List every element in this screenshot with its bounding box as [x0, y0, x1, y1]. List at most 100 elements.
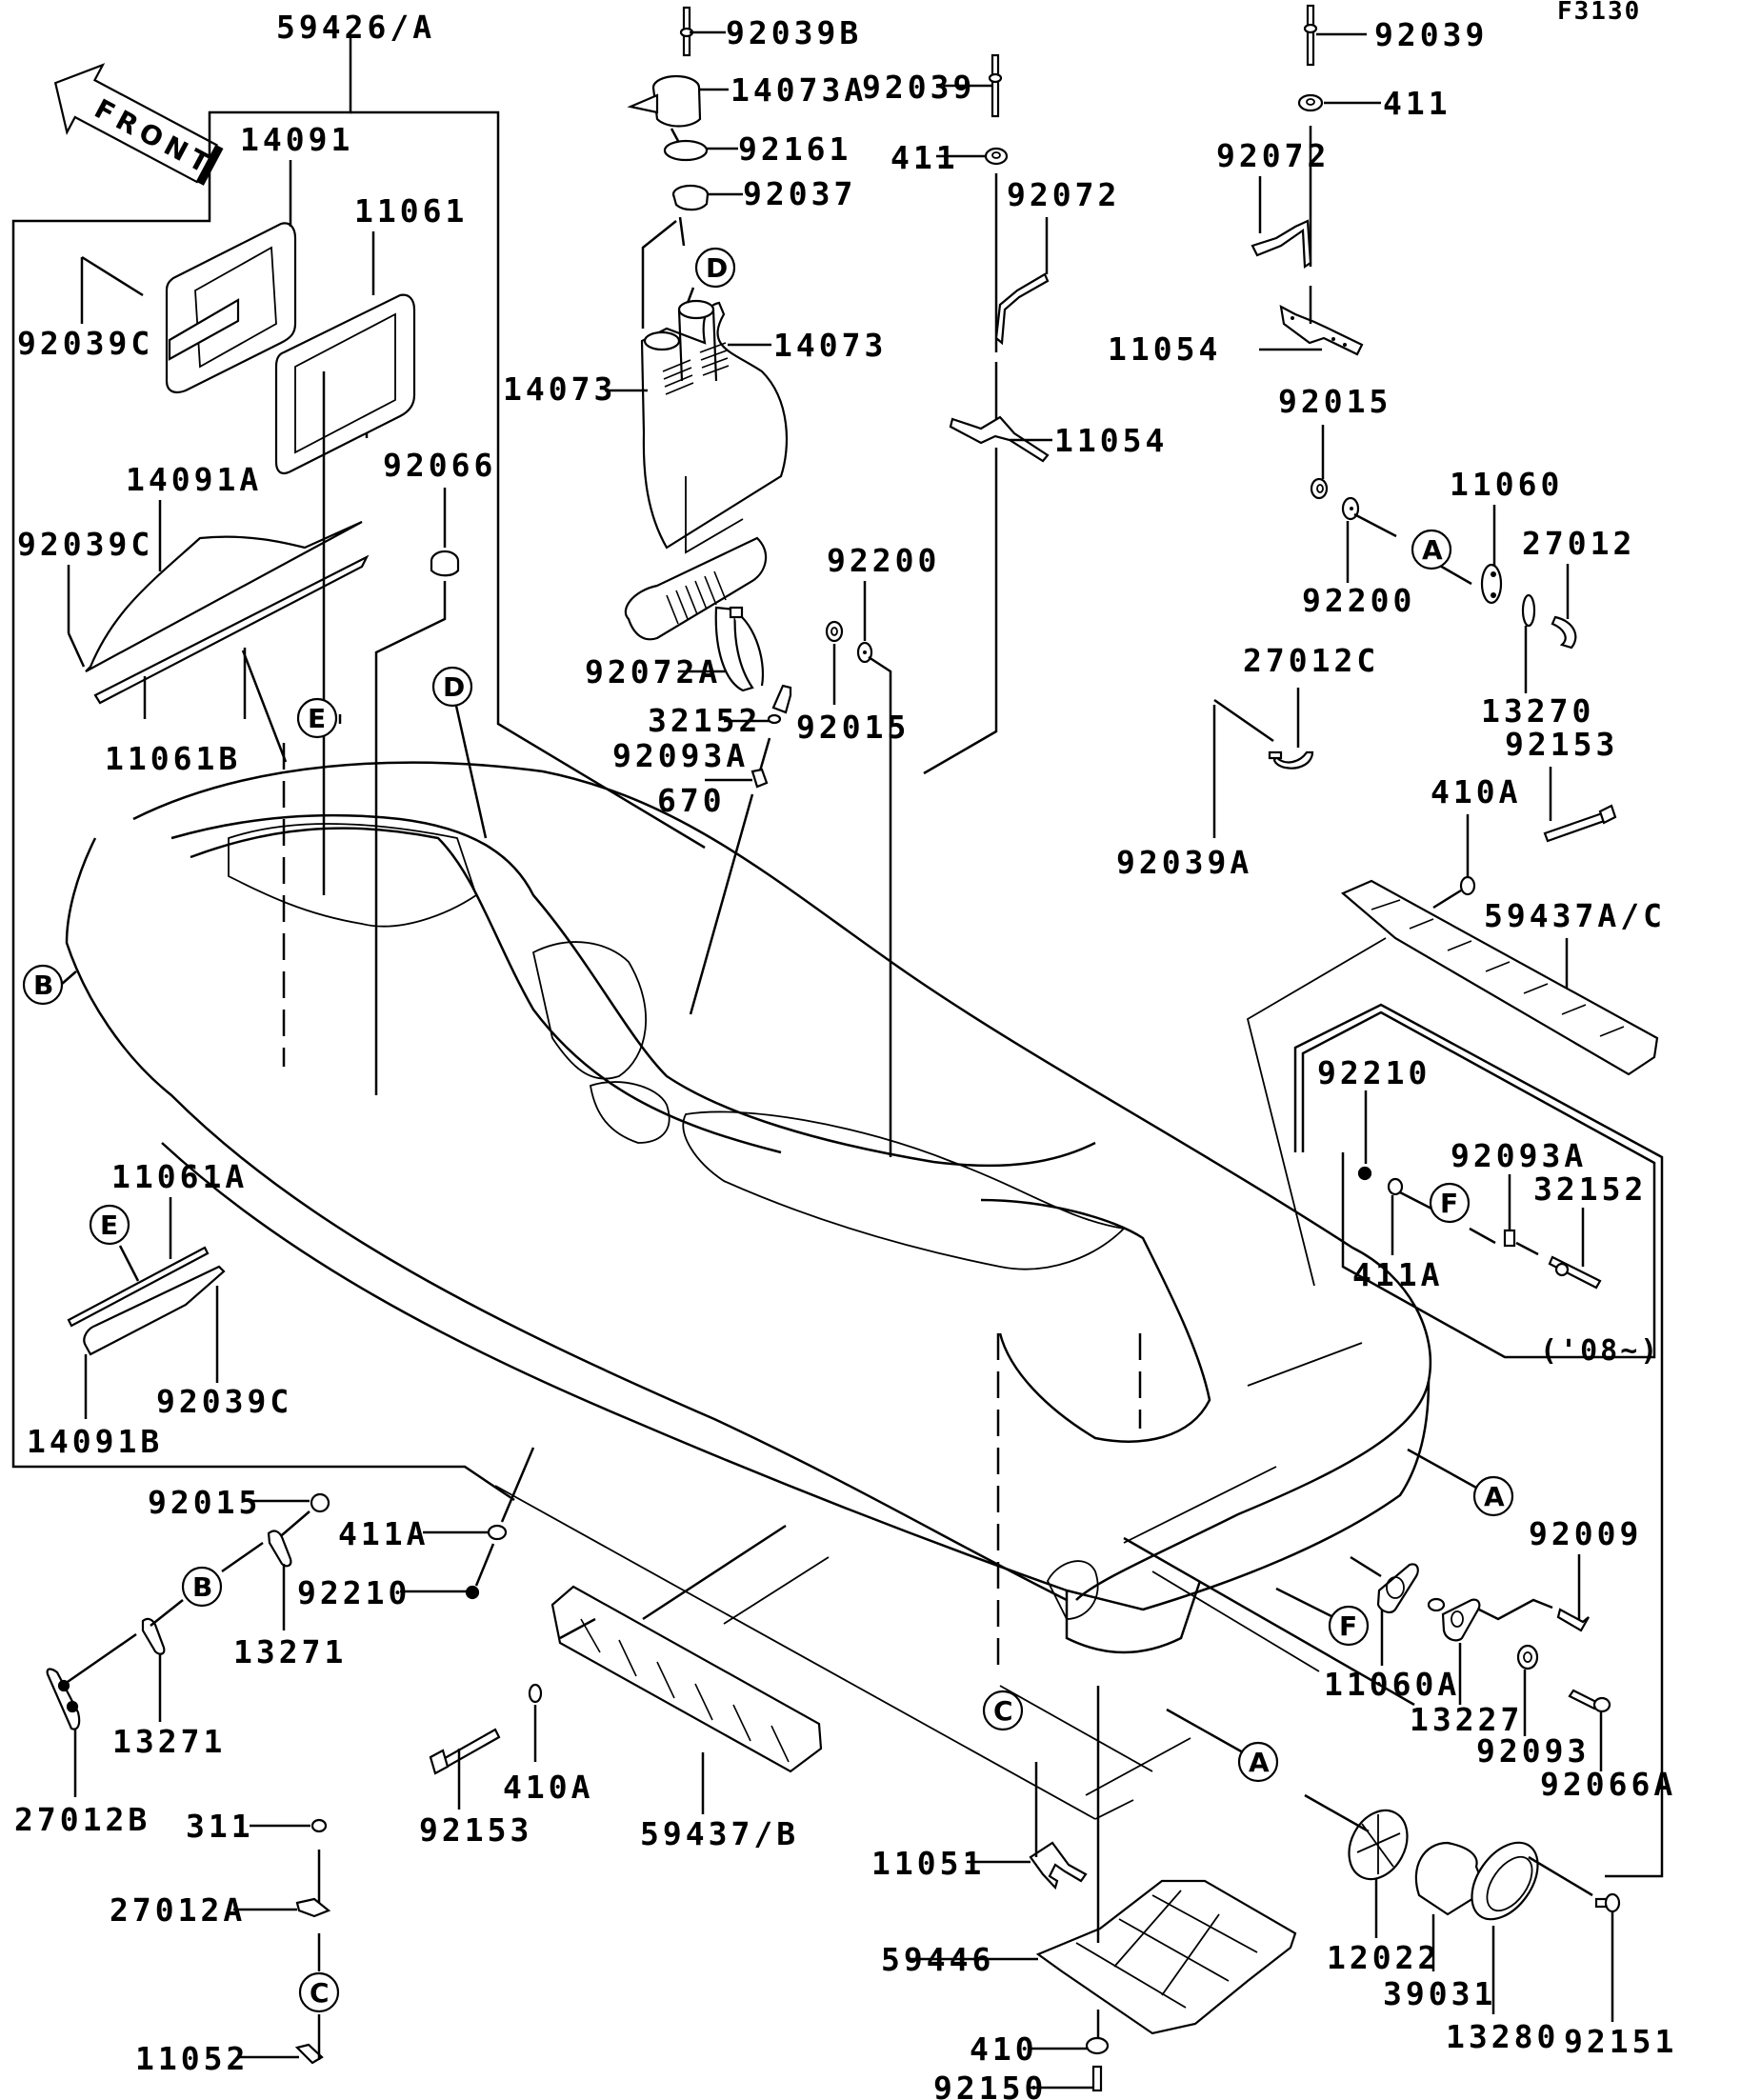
label-411A: 411A [1352, 1256, 1443, 1293]
vent-cover-14091 [165, 222, 297, 394]
model-year-note: ('08~) [1540, 1334, 1660, 1368]
svg-text:E: E [308, 703, 326, 734]
link-13271-b [64, 1599, 184, 1722]
skid-plate-59446 [910, 1686, 1297, 2038]
strap-92072A [714, 606, 765, 692]
link-13271-a [221, 1530, 292, 1630]
label-92039C: 92039C [17, 325, 153, 362]
label-92200: 92200 [1302, 582, 1415, 619]
label-92210: 92210 [297, 1574, 410, 1611]
bolt-92153-a [1543, 767, 1617, 843]
label-92210: 92210 [1317, 1054, 1431, 1091]
label-27012B: 27012B [14, 1801, 150, 1838]
label-92015: 92015 [148, 1484, 261, 1521]
label-92153: 92153 [419, 1811, 532, 1849]
label-59437B: 59437/B [640, 1815, 799, 1852]
spray-rail-59437B [550, 1524, 823, 1814]
label-92093: 92093 [1476, 1732, 1590, 1770]
ref-circle-e-2: E [89, 1204, 130, 1246]
nut-92210-a [1357, 1090, 1372, 1181]
label-59437AC: 59437A/C [1484, 897, 1666, 934]
ref-circle-d-2: D [431, 666, 488, 839]
label-92153: 92153 [1505, 726, 1618, 763]
label-11061: 11061 [354, 192, 468, 230]
label-14073A: 14073A [730, 71, 867, 109]
plate-11060A [1350, 1555, 1419, 1666]
cap-92066 [430, 550, 460, 577]
label-14091A: 14091A [126, 461, 262, 498]
guard-27012B [46, 1668, 81, 1797]
label-92161: 92161 [738, 130, 851, 168]
bracket-92072-a [994, 217, 1050, 346]
label-411: 411 [891, 139, 959, 176]
label-13280: 13280 [1446, 2018, 1559, 2055]
label-92066A: 92066A [1540, 1766, 1676, 1803]
label-13271: 13271 [233, 1633, 347, 1670]
leaders-top-center [605, 30, 773, 1015]
svg-text:C: C [310, 1977, 330, 2009]
inset-box-08 [1293, 1003, 1664, 1878]
duct-cap-14073A [627, 74, 702, 128]
vent-14091B [67, 1246, 226, 1356]
svg-text:C: C [993, 1695, 1013, 1727]
label-32152: 32152 [1533, 1170, 1647, 1208]
label-11060: 11060 [1450, 466, 1563, 503]
o-ring-92161 [663, 139, 709, 162]
label-92093A: 92093A [1451, 1137, 1587, 1174]
washer-92093 [1516, 1644, 1539, 1736]
label-92072: 92072 [1216, 137, 1330, 174]
label-92066: 92066 [383, 447, 496, 484]
clip-27012A [233, 1897, 331, 1971]
grommet-411-b [1297, 93, 1381, 267]
washer-92093A [750, 768, 769, 789]
nut-92015-b [1310, 425, 1329, 500]
label-92039: 92039 [862, 69, 975, 106]
bolt-92153-b [429, 1728, 501, 1810]
ref-circle-f-2: F [1275, 1587, 1370, 1647]
label-92039: 92039 [1374, 16, 1488, 53]
leaders-top-left [67, 38, 447, 1095]
label-410A: 410A [503, 1769, 593, 1806]
screw-92009 [1556, 1554, 1590, 1632]
svg-text:A: A [1249, 1747, 1270, 1778]
fitting-92039-b [1303, 4, 1367, 67]
label-92015: 92015 [796, 709, 910, 746]
label-11061B: 11061B [105, 740, 241, 777]
label-11060A: 11060A [1324, 1666, 1460, 1703]
nut-311 [250, 1818, 328, 1910]
label-39031: 39031 [1383, 1975, 1496, 2012]
leaders-left-mid [53, 970, 219, 1419]
ref-circle-c-1: C [982, 1690, 1024, 1731]
label-92039C: 92039C [17, 526, 153, 563]
label-92072A: 92072A [585, 653, 721, 690]
svg-text:F: F [1339, 1610, 1357, 1642]
label-411: 411 [1383, 85, 1451, 122]
washer-92200-b [1341, 496, 1472, 586]
svg-text:B: B [192, 1571, 212, 1603]
washer-411A-b [423, 1447, 535, 1587]
grommet-410 [1029, 2036, 1110, 2055]
label-12022: 12022 [1327, 1939, 1440, 1976]
svg-text:D: D [443, 671, 465, 703]
label-92009: 92009 [1529, 1515, 1642, 1552]
label-11052: 11052 [135, 2040, 249, 2077]
label-13270: 13270 [1481, 692, 1594, 730]
label-13227: 13227 [1410, 1701, 1523, 1738]
label-92150: 92150 [933, 2070, 1047, 2100]
clip-27012C [1212, 688, 1314, 838]
clamp-92037 [671, 184, 710, 211]
label-92072: 92072 [1007, 176, 1120, 213]
plate-11060 [1480, 505, 1503, 605]
label-92200: 92200 [827, 542, 940, 579]
intake-duct-14073 [624, 299, 789, 641]
washer-410A-a [1432, 814, 1476, 910]
svg-text:A: A [1484, 1481, 1505, 1512]
label-92015: 92015 [1278, 383, 1391, 420]
bracket-11054-b [1259, 286, 1364, 356]
nut-92210-b [400, 1585, 480, 1600]
ref-circle-a-3: A [1166, 1708, 1279, 1783]
nozzle-39031 [1414, 1841, 1488, 1971]
drain-fitting-32152 [767, 684, 792, 725]
nut-92015-c [250, 1492, 330, 1541]
svg-text:B: B [33, 970, 53, 1001]
